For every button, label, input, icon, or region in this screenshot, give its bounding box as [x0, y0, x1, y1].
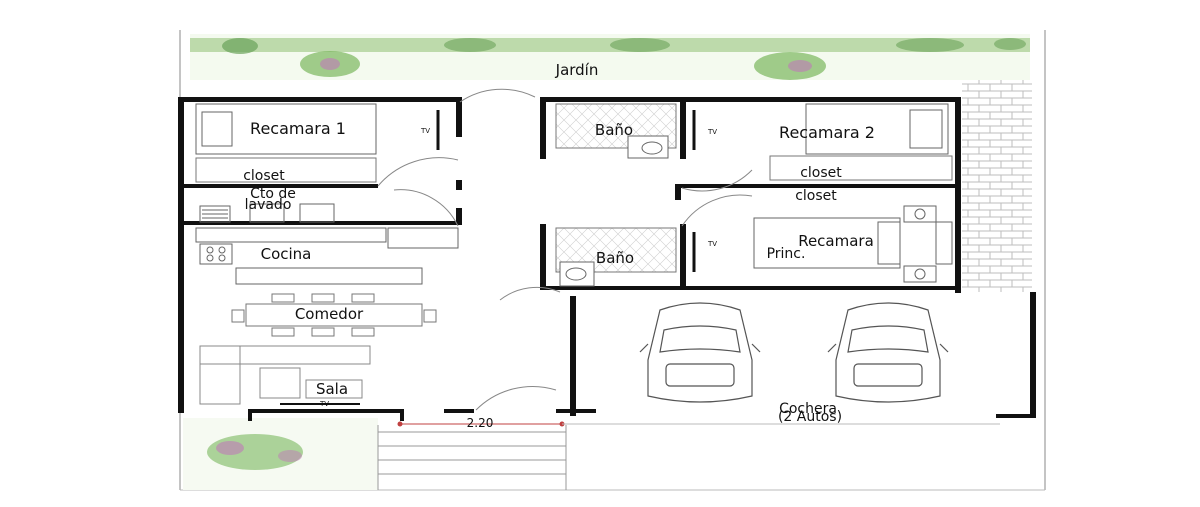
- entry-steps: [377, 425, 567, 490]
- bano-2-label: Baño: [596, 249, 634, 267]
- tv-label: TV: [319, 400, 329, 408]
- cocina-label: Cocina: [261, 245, 312, 263]
- recamara-2-label: Recamara 2: [779, 123, 875, 142]
- door-swings: [377, 88, 753, 411]
- cochera-label-line-2: (2 Autos): [778, 409, 842, 425]
- garden-top: [190, 34, 1030, 80]
- living-room-sofa: [199, 345, 371, 405]
- cochera-label-line-1: Cochera: [779, 401, 837, 417]
- walls: [178, 97, 1036, 421]
- garden-bottom: [183, 418, 378, 490]
- kitchen-fixtures: [195, 227, 459, 285]
- lavado-label-line-2: lavado: [245, 197, 292, 213]
- bed-recamara-principal: [753, 205, 953, 283]
- laundry-fixtures: [199, 203, 335, 223]
- tv-label: TV: [420, 127, 430, 135]
- bano-1-fixtures: [555, 103, 696, 159]
- tv-label: TV: [707, 128, 717, 136]
- comedor-label: Comedor: [295, 305, 364, 323]
- closet-label: closet: [243, 168, 285, 184]
- bano-2-fixtures: [555, 227, 696, 287]
- closet-label: closet: [795, 188, 837, 204]
- car-left: [639, 302, 761, 403]
- jardin-label: Jardín: [555, 61, 599, 79]
- bano-1-label: Baño: [595, 121, 633, 139]
- recamara-principal-label-line-1: Recamara: [798, 232, 874, 250]
- dining-table: [231, 293, 437, 337]
- bed-recamara-2: [769, 103, 953, 181]
- dimension-label: 2.20: [467, 416, 494, 430]
- bed-recamara-1: [195, 103, 440, 183]
- dimension-line: [397, 421, 1000, 427]
- recamara-principal-label-line-2: Princ.: [767, 246, 806, 262]
- car-right: [827, 302, 949, 403]
- brick-wall: [962, 80, 1032, 292]
- closet-label: closet: [800, 165, 842, 181]
- tv-label: TV: [707, 240, 717, 248]
- lavado-label-line-1: Cto de: [250, 186, 296, 202]
- sala-label: Sala: [316, 380, 348, 398]
- recamara-1-label: Recamara 1: [250, 119, 346, 138]
